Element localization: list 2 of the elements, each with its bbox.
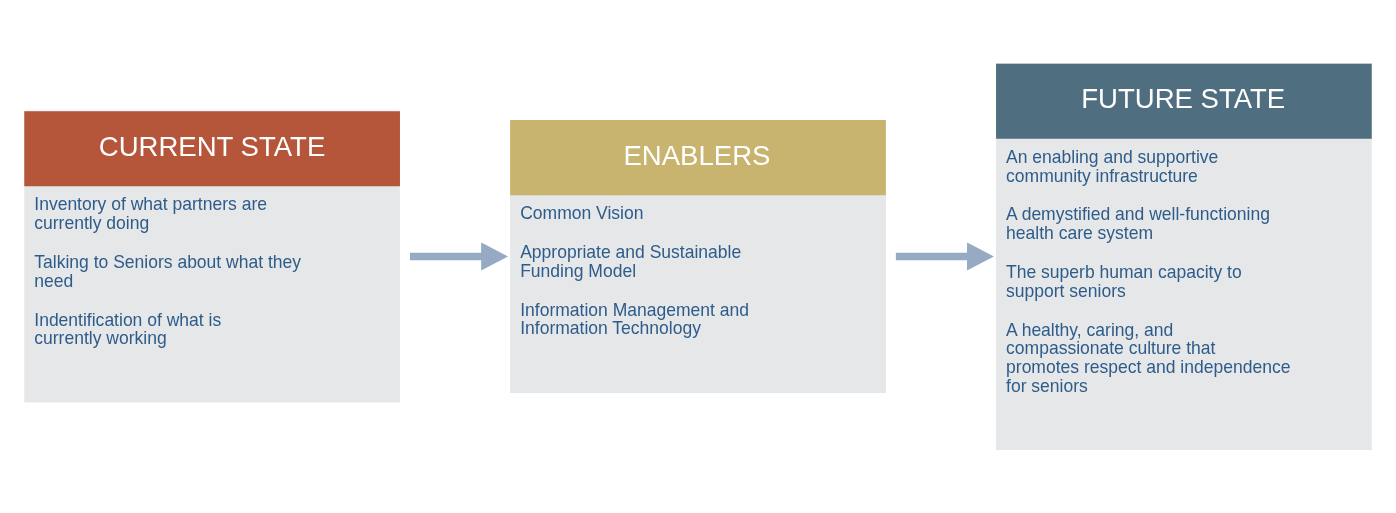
arrow bbox=[895, 242, 994, 271]
arrow bbox=[409, 242, 508, 271]
